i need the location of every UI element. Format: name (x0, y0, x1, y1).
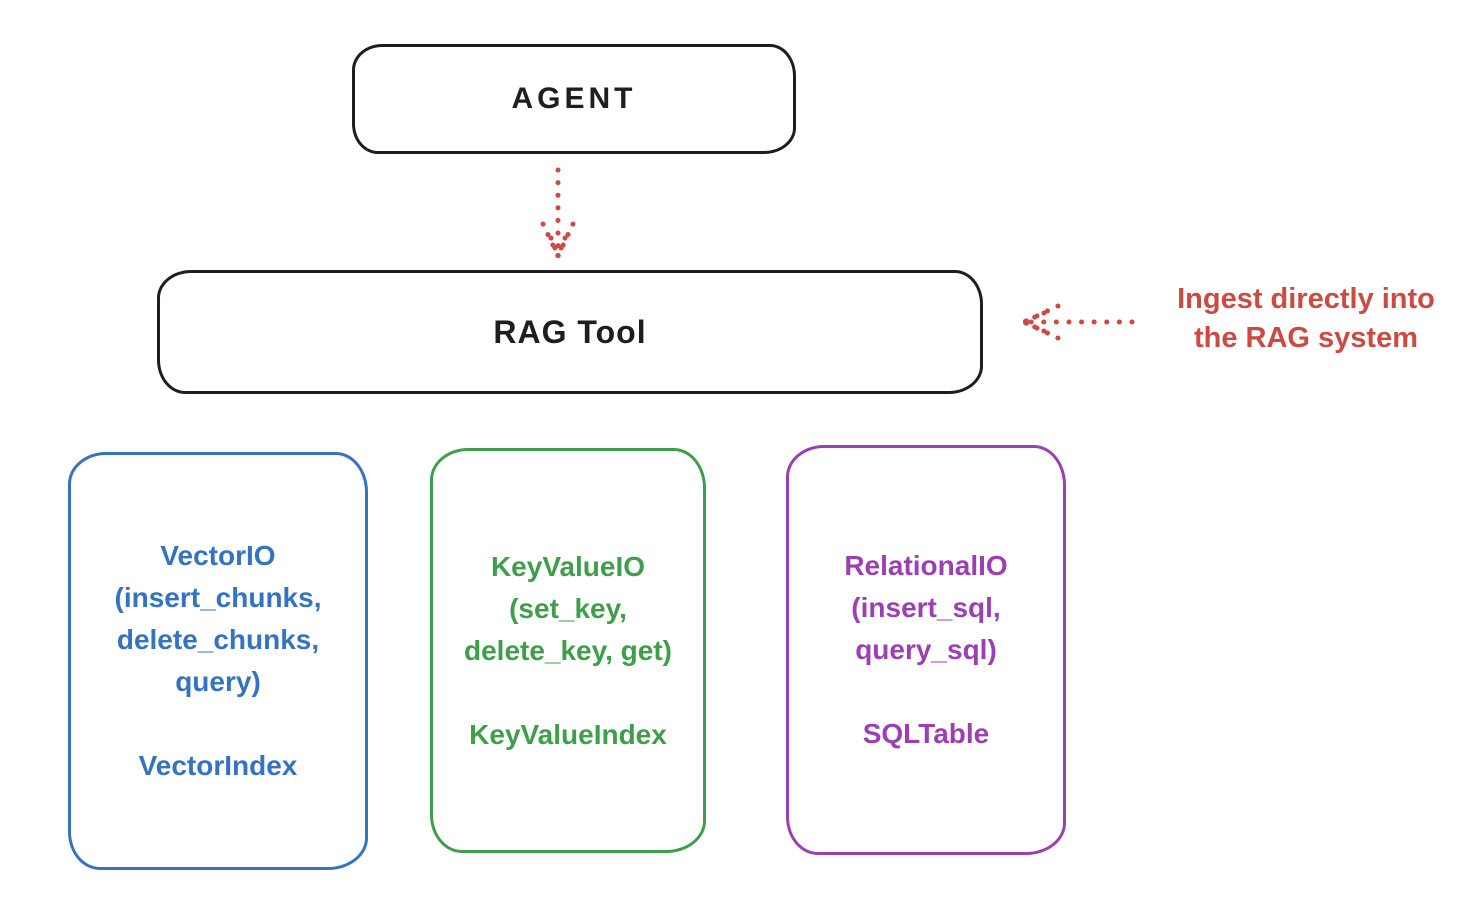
vector-index-label: VectorIndex (138, 750, 298, 781)
ingest-annotation-line2: the RAG system (1193, 322, 1418, 354)
vector-io-methods-line1: (insert_chunks, (114, 582, 322, 613)
relational-io-methods-line2: query_sql) (855, 634, 997, 665)
relational-io-title: RelationalIO (844, 550, 1008, 581)
ingest-annotation-line1: Ingest directly into (1177, 283, 1435, 315)
keyvalue-index-label: KeyValueIndex (469, 718, 667, 750)
rag-tool-box: RAG Tool (157, 270, 983, 394)
vector-io-box: VectorIO (insert_chunks, delete_chunks, … (68, 452, 368, 870)
sql-table-label: SQLTable (862, 718, 990, 749)
keyvalue-io-title: KeyValueIO (490, 550, 646, 582)
ingest-annotation-arrow (1021, 303, 1135, 341)
agent-box: AGENT (352, 44, 796, 154)
vector-io-methods-line3: query) (175, 666, 261, 697)
rag-tool-box-label: RAG Tool (493, 313, 647, 350)
keyvalue-io-methods-line2: delete_key, get) (463, 634, 673, 666)
ingest-annotation: Ingest directly into the RAG system (1128, 280, 1484, 358)
vector-io-title: VectorIO (160, 540, 276, 571)
relational-io-box: RelationalIO (insert_sql, query_sql) SQL… (786, 445, 1066, 855)
keyvalue-io-box: KeyValueIO (set_key, delete_key, get) Ke… (430, 448, 706, 853)
agent-box-label: AGENT (511, 82, 637, 115)
keyvalue-io-methods-line1: (set_key, (509, 592, 627, 624)
relational-io-methods-line1: (insert_sql, (851, 592, 1001, 623)
agent-to-rag-arrow (540, 167, 576, 259)
vector-io-methods-line2: delete_chunks, (116, 624, 320, 655)
